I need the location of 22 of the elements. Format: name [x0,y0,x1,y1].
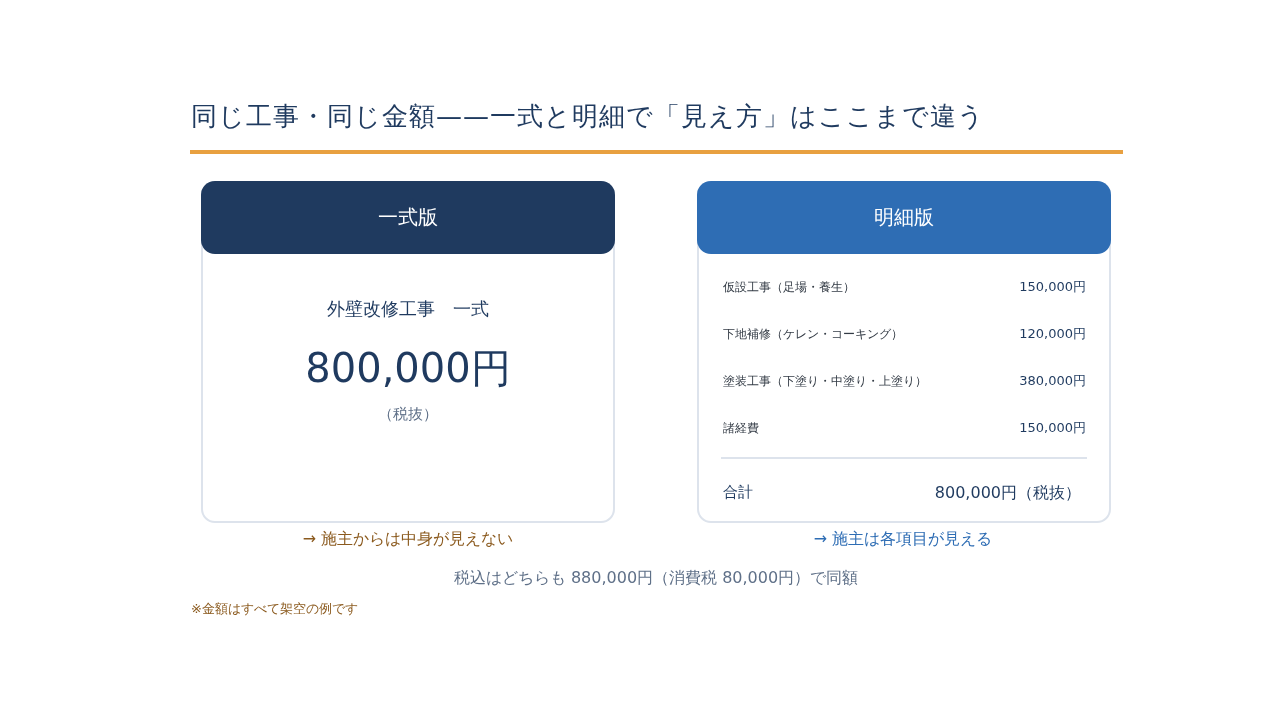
caption-text: → 施主は各項目が見える [813,529,993,549]
title-text: 同じ工事・同じ金額——一式と明細で「見え方」はここまで違う [191,100,985,133]
total-label: 合計 [723,483,753,502]
item-label: 塗装工事（下塗り・中塗り・上塗り） [723,374,927,389]
summary-note: 税込はどちらも 880,000円（消費税 80,000円）で同額 [453,568,859,588]
price-card [697,181,1111,523]
item-price: 150,000円 [1019,420,1086,437]
price-amount: 800,000円 [305,344,511,393]
tax-note: （税抜） [378,405,438,424]
caption-text: → 施主からは中身が見えない [302,529,514,549]
item-name: 外壁改修工事 一式 [327,298,489,321]
total-price: 800,000円（税抜） [934,483,1081,503]
card-header: 明細版 [697,181,1111,254]
item-price: 380,000円 [1019,373,1086,390]
item-price: 150,000円 [1019,279,1086,296]
card-header: 一式版 [201,181,615,254]
item-label: 下地補修（ケレン・コーキング） [723,327,903,342]
item-label: 諸経費 [723,421,759,436]
item-label: 仮設工事（足場・養生） [723,280,855,295]
footnote-text: ※金額はすべて架空の例です [191,601,358,618]
item-price: 120,000円 [1019,326,1086,343]
price-card [201,181,615,523]
